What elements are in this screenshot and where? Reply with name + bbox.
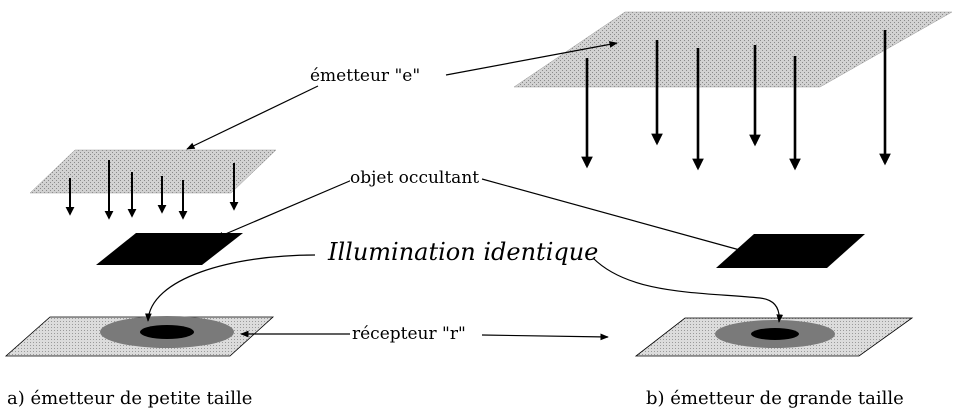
occluder-leader-left (215, 179, 353, 239)
large-emitter-plane (513, 11, 953, 88)
receiver-leader-right (481, 333, 609, 341)
small-emitter-plane (29, 149, 277, 194)
illumination-label: Illumination identique (328, 238, 599, 266)
occluder-label: objet occultant (350, 168, 480, 188)
emitter-leader-right (445, 41, 618, 76)
emitter-leader-left (186, 85, 319, 150)
illumination-curve-right (592, 257, 784, 323)
emitter-label: émetteur "e" (310, 66, 421, 86)
leader-lines (145, 41, 784, 341)
small-emitter-rays (65, 160, 239, 220)
large-emitter-rays (581, 30, 891, 171)
caption-large-emitter: b) émetteur de grande taille (646, 388, 904, 409)
right-occluder (716, 234, 865, 268)
left-receiver (4, 316, 275, 357)
occluder-leader-right (481, 178, 748, 254)
right-receiver (634, 317, 914, 357)
illumination-curve-left (145, 254, 316, 322)
left-occluder (96, 233, 243, 265)
receiver-label: récepteur "r" (352, 324, 466, 344)
caption-small-emitter: a) émetteur de petite taille (7, 388, 253, 409)
left-umbra (140, 325, 194, 339)
right-umbra (751, 328, 799, 340)
